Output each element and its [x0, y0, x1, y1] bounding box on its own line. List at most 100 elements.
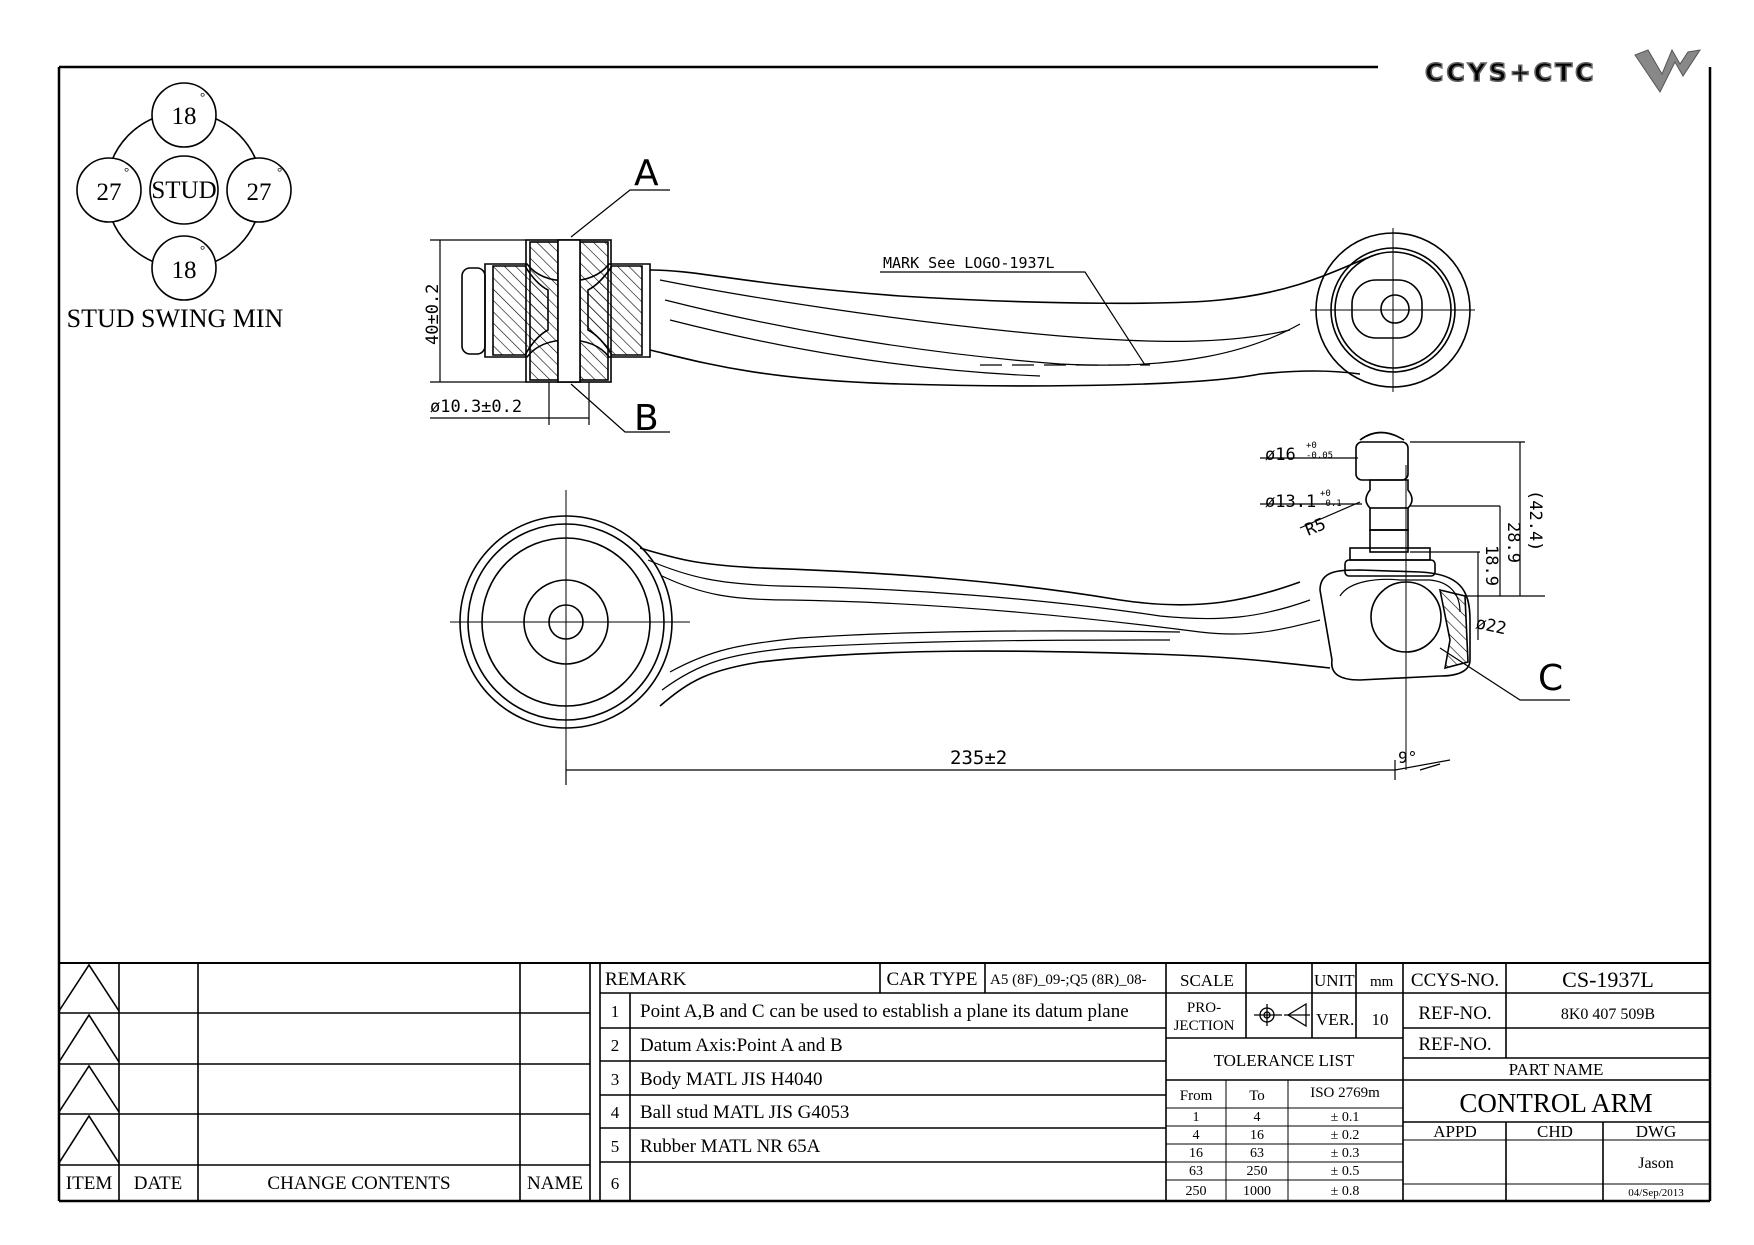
dim-stud-dia-2-tol-lower: -0.1	[1320, 499, 1342, 509]
bore	[557, 239, 581, 383]
arm-rib	[661, 639, 1171, 691]
tolerance-value: ± 0.8	[1331, 1184, 1360, 1199]
tolerance-value: ± 0.3	[1331, 1146, 1360, 1161]
sleeve-hatch-right	[579, 241, 609, 381]
remark-text: Ball stud MATL JIS G4053	[640, 1102, 849, 1123]
dim-stud-dia-1: ø16	[1265, 445, 1296, 465]
col-header-date: DATE	[134, 1173, 183, 1194]
bushing-collar	[461, 267, 486, 355]
arm-rib	[669, 319, 1041, 377]
tolerance-value: ± 0.5	[1331, 1164, 1360, 1179]
tolerance-header-to: To	[1249, 1088, 1265, 1104]
arm-lower-edge	[659, 650, 1331, 707]
dim-bore: ø10.3±0.2	[430, 397, 522, 417]
dim-len-mid: 28.9	[1503, 522, 1523, 563]
ref-no-label: REF-NO.	[1418, 1003, 1491, 1024]
remark-no: 6	[611, 1174, 620, 1193]
stud-swing-title: STUD SWING MIN	[67, 304, 284, 333]
arm-rib	[659, 279, 1291, 343]
dim-ball-dia: ø22	[1474, 613, 1508, 639]
arm-rib	[647, 559, 1311, 620]
stud-swing-left: 27	[97, 179, 122, 206]
dim-angle: 9°	[1398, 748, 1417, 767]
remark-no: 2	[611, 1036, 620, 1055]
dim-height: 40±0.2	[423, 284, 443, 345]
dim-stud-dia-2: ø13.1	[1265, 492, 1316, 512]
front-view-dimensions	[565, 441, 1570, 785]
boot-ring	[1349, 547, 1431, 561]
stud-swing-right: 27	[247, 179, 272, 206]
arm-rib	[661, 575, 1321, 635]
ver-value: 10	[1372, 1010, 1389, 1029]
remark-no: 1	[611, 1002, 620, 1021]
tolerance-value: ± 0.2	[1331, 1128, 1360, 1143]
arm-rib	[669, 630, 1181, 673]
dim-stud-dia-1-tol-lower: -0.05	[1306, 451, 1333, 461]
degree-mark: °	[124, 164, 129, 179]
drawn-by: Jason	[1638, 1155, 1674, 1172]
degree-mark: °	[277, 164, 282, 179]
col-header-name: NAME	[527, 1173, 583, 1194]
brand-wing-icon	[1634, 48, 1702, 93]
tolerance-from: 250	[1186, 1184, 1207, 1199]
tolerance-to: 16	[1250, 1128, 1264, 1143]
tolerance-to: 4	[1254, 1110, 1261, 1125]
part-name-label: PART NAME	[1509, 1060, 1604, 1079]
tolerance-header-iso: ISO 2769m	[1310, 1085, 1380, 1101]
arm-lower-edge	[649, 349, 1361, 387]
top-view	[461, 228, 1475, 392]
appd-label: APPD	[1433, 1122, 1476, 1141]
degree-mark: °	[200, 89, 205, 104]
tolerance-from: 4	[1193, 1128, 1200, 1143]
tolerance-from: 63	[1189, 1164, 1203, 1179]
dwg-label: DWG	[1636, 1122, 1677, 1141]
arm-rib	[664, 299, 1301, 366]
title-block-lines	[58, 963, 1710, 1201]
ref-no-value: 8K0 407 509B	[1561, 1006, 1655, 1023]
brand-logo: CCYS+CTC	[1424, 48, 1702, 93]
remark-header: REMARK	[605, 969, 687, 990]
remark-text: Datum Axis:Point A and B	[640, 1035, 843, 1056]
drawing-date: 04/Sep/2013	[1628, 1187, 1684, 1199]
remark-text: Point A,B and C can be used to establish…	[640, 1001, 1129, 1022]
ball-stud-tip	[1355, 441, 1409, 481]
col-header-change-contents: CHANGE CONTENTS	[267, 1173, 450, 1194]
tolerance-from: 16	[1189, 1146, 1203, 1161]
tolerance-to: 250	[1247, 1164, 1268, 1179]
stud-end	[1351, 279, 1423, 339]
remark-text: Body MATL JIS H4040	[640, 1069, 822, 1090]
ccys-no-label: CCYS-NO.	[1411, 970, 1499, 991]
remark-no: 5	[611, 1137, 620, 1156]
arm-upper-edge	[649, 255, 1373, 305]
sheet-border	[57, 65, 1712, 1203]
front-view	[450, 431, 1471, 770]
remark-no: 3	[611, 1070, 620, 1089]
ball-joint-housing	[1319, 569, 1471, 681]
car-type-value: A5 (8F)_09-;Q5 (8R)_08-	[990, 972, 1147, 988]
ref-no-label: REF-NO.	[1418, 1034, 1491, 1055]
projection-label: JECTION	[1174, 1018, 1235, 1034]
chd-label: CHD	[1537, 1122, 1573, 1141]
dim-len-short: 18.9	[1481, 545, 1501, 586]
unit-value: mm	[1370, 974, 1394, 990]
ver-label: VER.	[1316, 1010, 1354, 1029]
ball-stud-neck	[1365, 479, 1413, 509]
remark-no: 4	[611, 1103, 620, 1122]
tolerance-title: TOLERANCE LIST	[1214, 1051, 1355, 1070]
car-type-label: CAR TYPE	[887, 969, 978, 990]
tolerance-value: ± 0.1	[1331, 1110, 1360, 1125]
tolerance-to: 1000	[1243, 1184, 1271, 1199]
brand-logo-text: CCYS+CTC	[1425, 58, 1597, 87]
unit-label: UNIT	[1314, 971, 1355, 990]
arm-upper-edge	[639, 547, 1301, 606]
sleeve-hatch-left	[529, 241, 559, 381]
ccys-no-value: CS-1937L	[1562, 967, 1654, 992]
projection-symbol-icon	[1254, 1002, 1310, 1028]
revision-triangle	[58, 1013, 120, 1063]
point-c-label: C	[1538, 658, 1563, 699]
tolerance-header-from: From	[1180, 1088, 1213, 1104]
dim-stud-dia-2-tol-upper: +0	[1320, 489, 1331, 499]
stud-swing-bottom: 18	[172, 257, 197, 284]
top-view-dimensions	[430, 189, 1146, 433]
